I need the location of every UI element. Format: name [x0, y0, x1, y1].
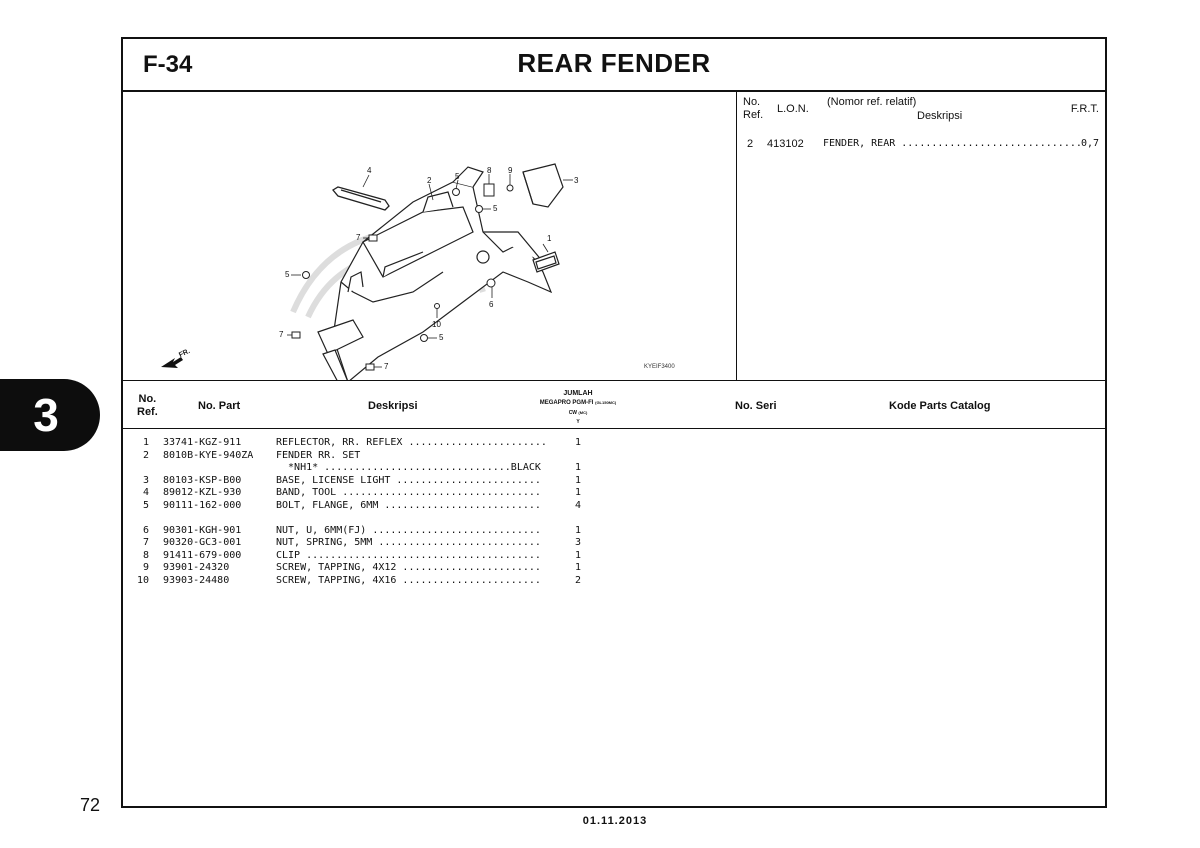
fasteners: [291, 183, 514, 371]
page-number: 72: [80, 795, 101, 815]
callout-7: 7: [356, 233, 361, 242]
page-header: F-34 REAR FENDER: [123, 39, 1105, 92]
lon-label: L.O.N.: [777, 103, 809, 115]
callout-5: 5: [493, 204, 498, 213]
parts-table-header: No. Ref. No. Part Deskripsi JUMLAH MEGAP…: [123, 380, 1105, 429]
callout-1: 1: [547, 234, 552, 243]
callout-7: 7: [279, 330, 284, 339]
description-label: Deskripsi: [368, 400, 418, 412]
deskripsi-label: Deskripsi: [917, 110, 963, 122]
nomor-label: (Nomor ref. relatif): [827, 96, 917, 108]
frt-label: F.R.T.: [1070, 103, 1099, 115]
ref-no-label: No. Ref.: [743, 96, 764, 121]
parts-no-label: No. Ref.: [137, 393, 158, 418]
figure-code: F-34: [143, 51, 193, 78]
tool-band: [332, 186, 390, 211]
callout-7: 7: [384, 362, 389, 371]
quantity-label: JUMLAH MEGAPRO PGM-FI (GL150MC) CW (MC) …: [539, 390, 617, 425]
catalog-code-label: Kode Parts Catalog: [889, 400, 991, 412]
callout-6: 6: [489, 300, 494, 309]
callout-4: 4: [367, 166, 372, 175]
callout-5: 5: [285, 270, 290, 279]
serial-label: No. Seri: [735, 400, 777, 412]
license-light-base: [522, 163, 564, 208]
labor-reference-table: No. Ref. L.O.N. (Nomor ref. relatif) Des…: [737, 92, 1107, 380]
fender-body: [317, 166, 553, 380]
reflector: [532, 251, 560, 273]
callout-5: 5: [439, 333, 444, 342]
diagram-code: KYEIF3400: [644, 364, 675, 370]
callout-3: 3: [574, 176, 579, 185]
callout-2: 2: [427, 176, 432, 185]
callout-8: 8: [487, 166, 492, 175]
rear-fender-illustration: [161, 163, 573, 380]
catalog-frame: F-34 REAR FENDER: [121, 37, 1107, 808]
part-number-label: No. Part: [198, 400, 241, 412]
callout-9: 9: [508, 166, 513, 175]
callout-10: 10: [432, 320, 441, 329]
exploded-diagram: 4 2 5 8 9 3 5 7 5 1 6 10 5 7 7 FR. KYEIF…: [123, 92, 737, 380]
section-tab: 3: [0, 379, 100, 451]
front-direction-arrow: [161, 357, 183, 368]
labor-table-header: No. Ref. L.O.N. (Nomor ref. relatif) Des…: [737, 92, 1107, 126]
page-title: REAR FENDER: [517, 48, 711, 78]
table-row: *NH1* ...............................BLA…: [276, 462, 582, 474]
callout-5: 5: [455, 172, 460, 181]
leader-lines: [287, 174, 573, 368]
footer-date: 01.11.2013: [582, 815, 648, 827]
